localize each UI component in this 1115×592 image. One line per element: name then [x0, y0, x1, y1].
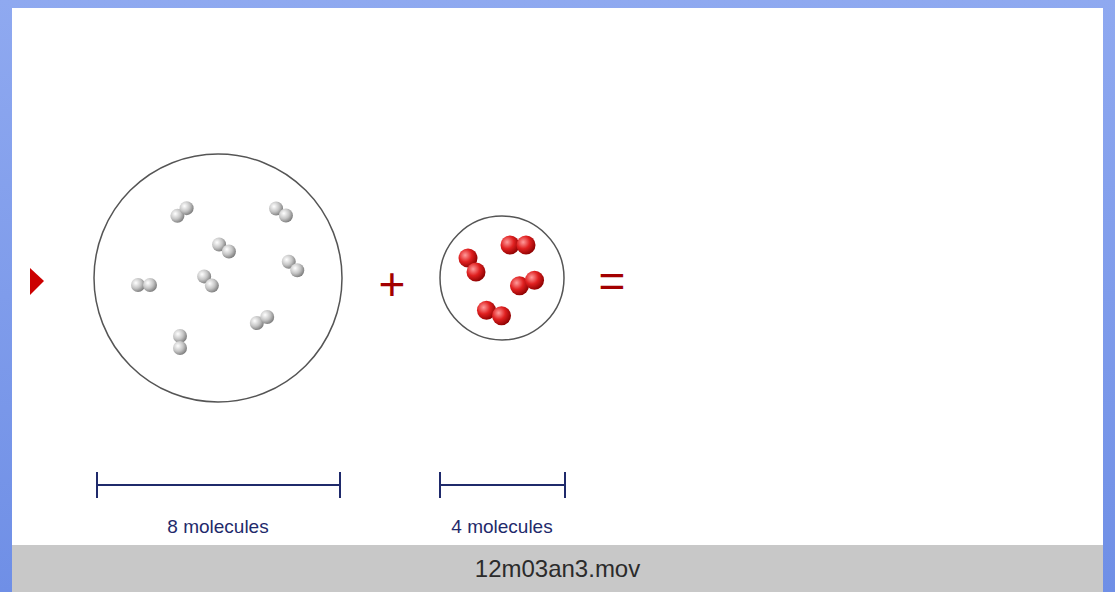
- atom: [222, 244, 236, 258]
- atom: [492, 306, 511, 325]
- atom: [279, 208, 293, 222]
- atom: [173, 329, 187, 343]
- play-marker: [30, 268, 44, 295]
- atom: [467, 262, 486, 281]
- count-label: 4 molecules: [451, 517, 552, 536]
- count-label: 8 molecules: [167, 517, 268, 536]
- atom: [173, 341, 187, 355]
- atom: [517, 236, 536, 255]
- small-container: [440, 216, 564, 340]
- atom: [525, 271, 544, 290]
- atom: [180, 201, 194, 215]
- atom: [260, 310, 274, 324]
- atom: [205, 279, 219, 293]
- filename-bar: 12m03an3.mov: [12, 545, 1103, 592]
- atom: [131, 278, 145, 292]
- equals-sign: =: [599, 258, 626, 304]
- plus-sign: +: [379, 261, 406, 307]
- molecules: [131, 201, 544, 355]
- atom: [290, 263, 304, 277]
- filename-text: 12m03an3.mov: [475, 555, 640, 583]
- atom: [143, 278, 157, 292]
- large-container: [94, 154, 342, 402]
- brackets: [97, 472, 565, 498]
